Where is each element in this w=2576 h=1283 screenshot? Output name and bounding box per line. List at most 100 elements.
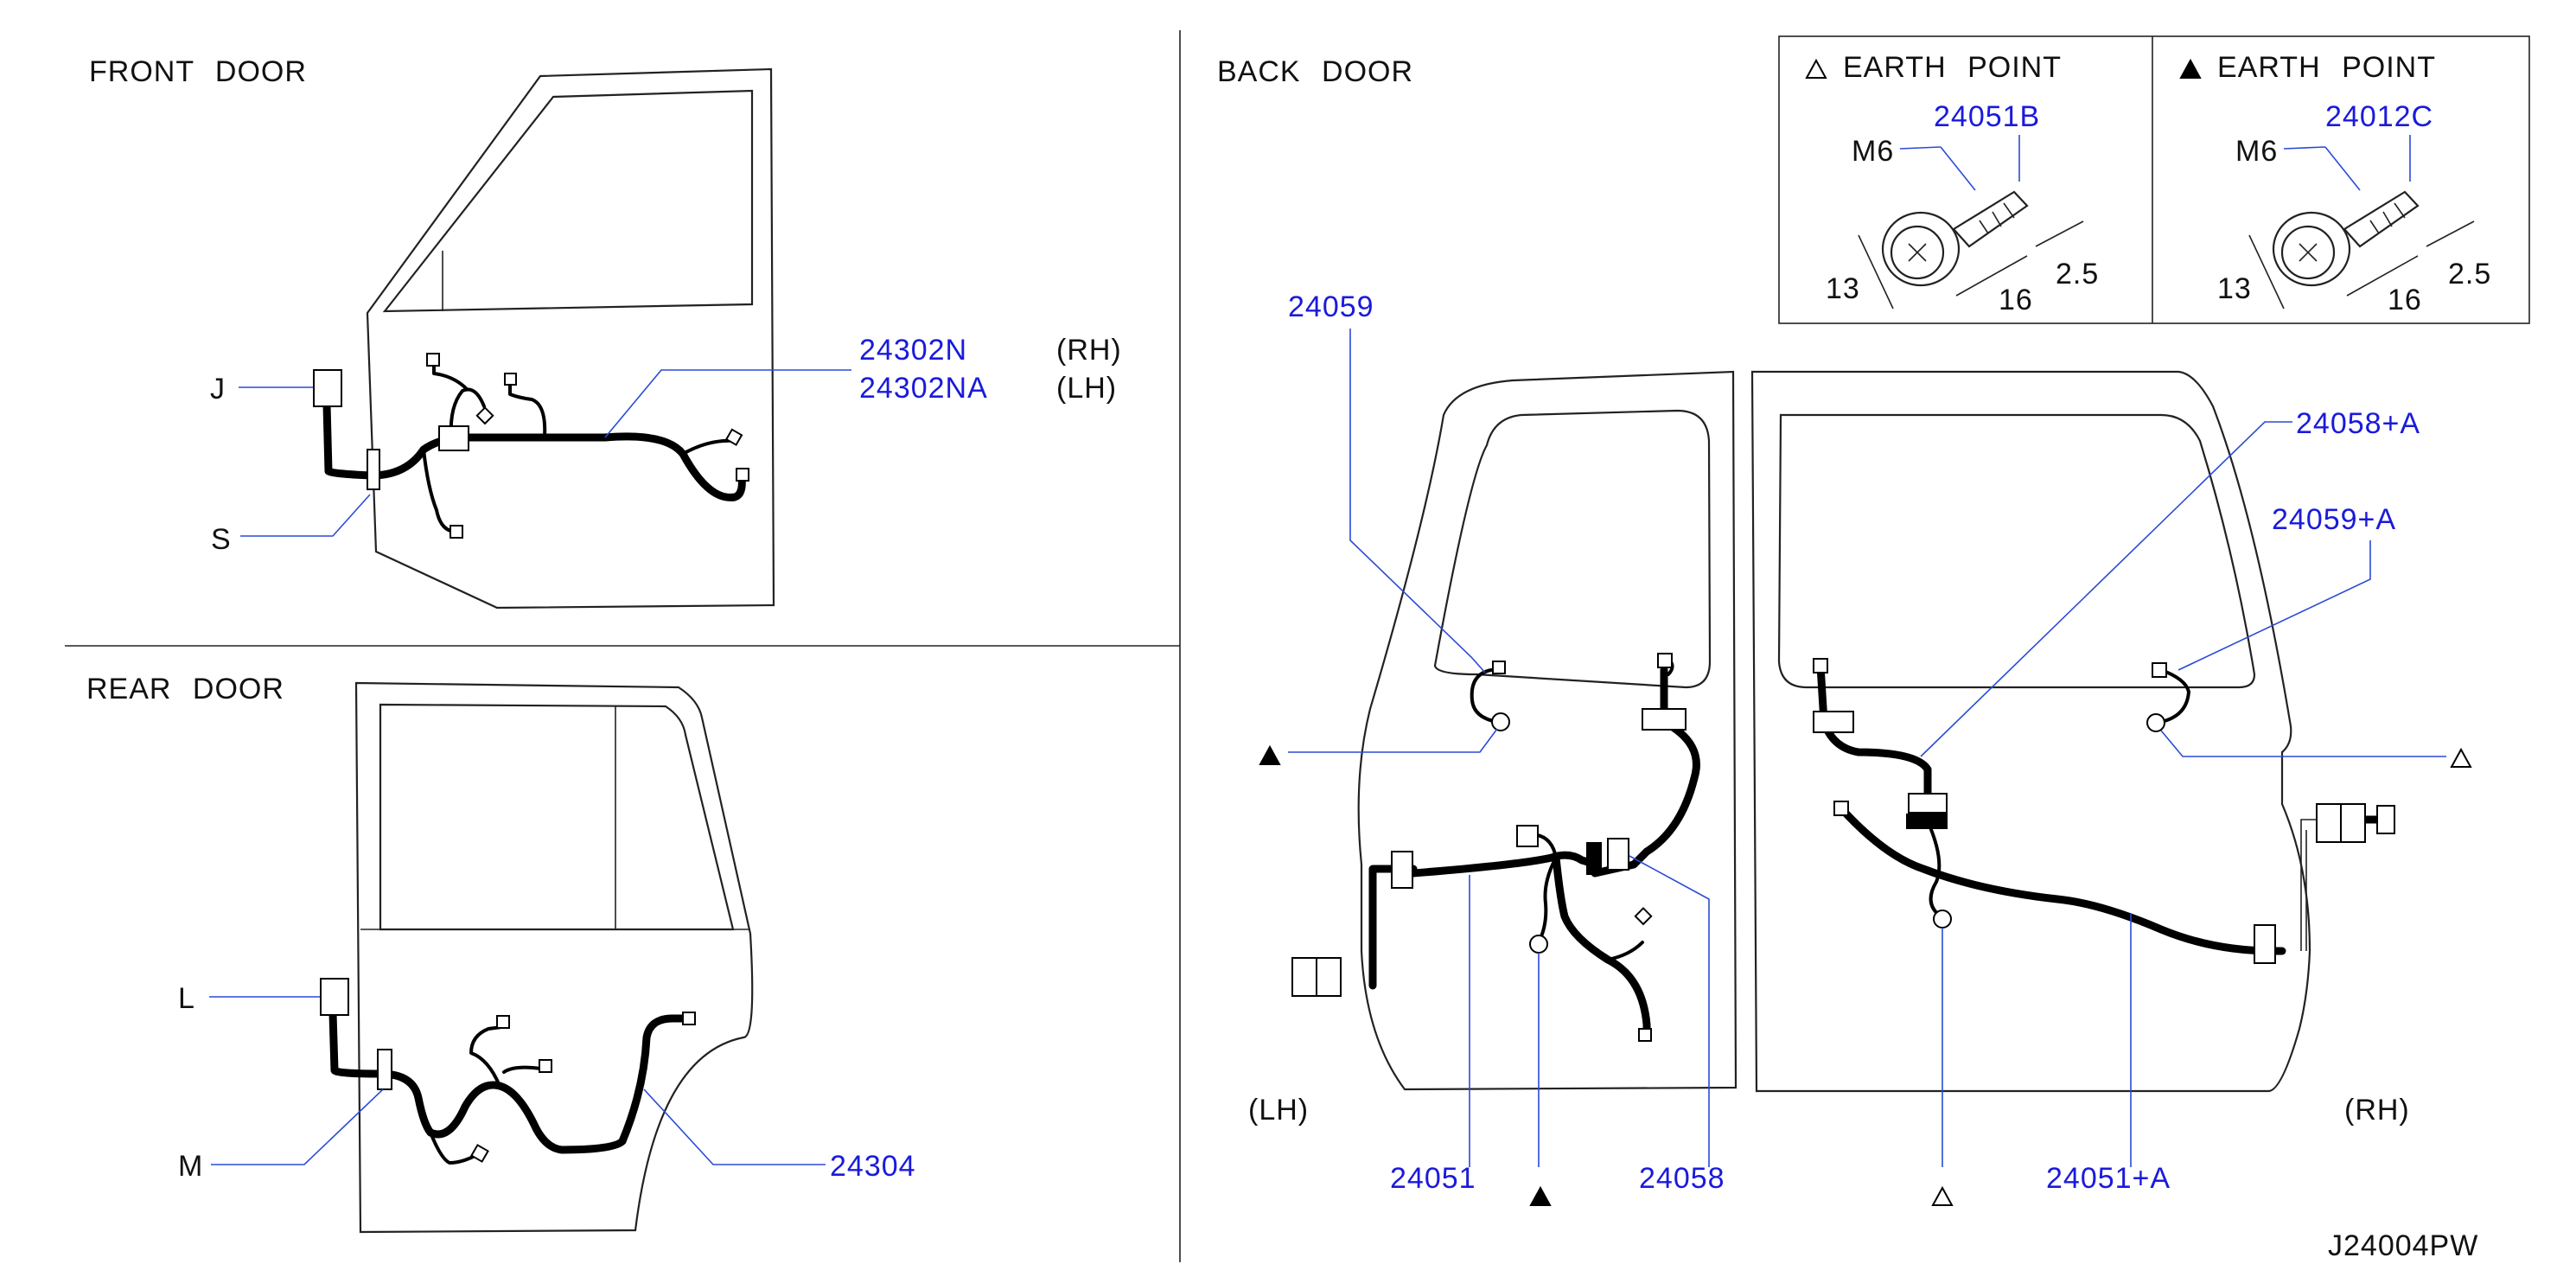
connector-small	[2316, 803, 2342, 843]
leader-24059a	[2177, 540, 2371, 671]
earth-point-title-solid: EARTH POINT	[2217, 51, 2436, 84]
connector-small	[426, 353, 440, 367]
bolt-thread	[2369, 202, 2406, 234]
part-24051a: 24051+A	[2046, 1162, 2171, 1195]
back-rh-branch-1	[1926, 820, 1942, 918]
label-back-rh: (RH)	[2344, 1094, 2410, 1127]
clip-lh	[1391, 851, 1413, 889]
clip-lh	[1642, 708, 1687, 731]
front-door-outline	[366, 67, 775, 610]
part-24302na: 24302NA	[859, 372, 988, 405]
label-j: J	[210, 373, 226, 405]
hollow-triangle-icon	[1805, 58, 1827, 79]
back-rh-main	[1837, 804, 2286, 955]
rear-branch-2	[469, 1025, 503, 1088]
connector-small	[1516, 825, 1539, 847]
back-lh-branch-2	[1528, 833, 1558, 944]
leader-m6	[1940, 146, 1976, 191]
dim-16-solid: 16	[2388, 284, 2422, 316]
leader-s	[240, 494, 371, 537]
dim-25-solid: 2.5	[2448, 258, 2491, 290]
leader-24302n	[604, 369, 851, 438]
connector-small	[496, 1015, 510, 1029]
connector-small	[1813, 658, 1828, 673]
part-24058a: 24058+A	[2296, 407, 2420, 440]
connector-small	[1638, 1028, 1652, 1042]
bolt-size-hollow: M6	[1852, 135, 1894, 168]
solid-triangle-icon	[1529, 1185, 1552, 1206]
connector-small	[1833, 801, 1849, 816]
clip-lh	[1607, 838, 1629, 871]
leader-24058	[1629, 855, 1710, 1167]
connector-small	[504, 373, 517, 386]
label-l: L	[178, 982, 195, 1015]
label-lh: (LH)	[1056, 372, 1117, 405]
clip-rh	[2254, 924, 2276, 964]
leader-m6	[2324, 146, 2361, 191]
label-s: S	[211, 523, 232, 556]
bolt-size-solid: M6	[2235, 135, 2278, 168]
label-m: M	[178, 1150, 203, 1183]
front-branch-3	[432, 358, 469, 391]
clip-rh	[1813, 711, 1854, 733]
bolt-head	[2280, 225, 2336, 280]
front-door-window	[382, 89, 754, 313]
back-rh-harness	[1816, 661, 1932, 813]
back-lh-branch-3	[1606, 941, 1644, 961]
earth-point-table: EARTH POINT 24051B M6 13 16 2.5 EARTH PO…	[1778, 35, 2530, 324]
front-door-harness	[322, 400, 746, 501]
bolt-head	[1890, 225, 1945, 280]
back-door-rh-window	[1777, 413, 2256, 689]
connector-small	[2152, 662, 2167, 678]
connector-small	[724, 428, 743, 446]
leader-solid-earth-lh	[1288, 728, 1498, 753]
part-24304: 24304	[830, 1150, 916, 1183]
rear-door-outline	[354, 681, 754, 1234]
connector-small	[470, 1144, 489, 1163]
bolt-recess	[2299, 243, 2318, 262]
leader-24059	[1349, 329, 1486, 673]
back-door-title: BACK DOOR	[1217, 55, 1413, 88]
leader-24304	[643, 1088, 826, 1165]
rear-branch-1	[429, 1131, 480, 1165]
dim-13-solid: 13	[2217, 272, 2252, 305]
back-lh-branch-1	[1552, 853, 1651, 1042]
bolt-icon	[1858, 135, 2084, 310]
part-24012c: 24012C	[2325, 100, 2433, 133]
back-lh-branch-4	[1470, 668, 1499, 724]
front-door-panel: J S 24302N 24302NA (RH) (LH)	[210, 67, 1122, 610]
part-24051: 24051	[1390, 1162, 1476, 1195]
dim-line	[2035, 220, 2084, 247]
dim-line	[1955, 255, 2028, 297]
connector-small	[1634, 907, 1653, 926]
label-rh: (RH)	[1056, 334, 1122, 367]
back-door-panel: 24059 24058+A 24059+A (LH) (RH) 24051 24…	[1248, 290, 2472, 1206]
bolt-flange	[2272, 211, 2351, 287]
connector-j	[313, 369, 342, 407]
back-door-lh-outline	[1357, 370, 1738, 1091]
earth-terminal	[2146, 713, 2165, 732]
dim-16-hollow: 16	[1999, 284, 2033, 316]
front-branch-5	[681, 438, 736, 456]
connector-small	[1291, 957, 1317, 997]
connector-small	[1657, 653, 1673, 668]
rear-door-panel: L M 24304	[178, 681, 916, 1234]
connector-black	[1586, 842, 1602, 875]
part-24059: 24059	[1288, 290, 1374, 323]
connector-small	[539, 1059, 552, 1073]
back-door-lh-window	[1433, 409, 1712, 689]
bolt-shank	[1952, 190, 2029, 248]
solid-triangle-icon	[2179, 58, 2202, 79]
rear-door-title: REAR DOOR	[86, 673, 284, 705]
figure-code: J24004PW	[2328, 1229, 2478, 1262]
rear-door-window	[379, 703, 735, 931]
dim-line	[1858, 234, 1894, 310]
bolt-flange	[1881, 211, 1961, 287]
bolt-icon	[2248, 135, 2475, 310]
connector-small	[736, 468, 749, 482]
leader-m6	[1899, 146, 1942, 150]
clip-front	[438, 425, 469, 451]
front-branch-2	[449, 387, 486, 438]
connector-small	[1316, 957, 1342, 997]
dim-line	[2248, 234, 2285, 310]
